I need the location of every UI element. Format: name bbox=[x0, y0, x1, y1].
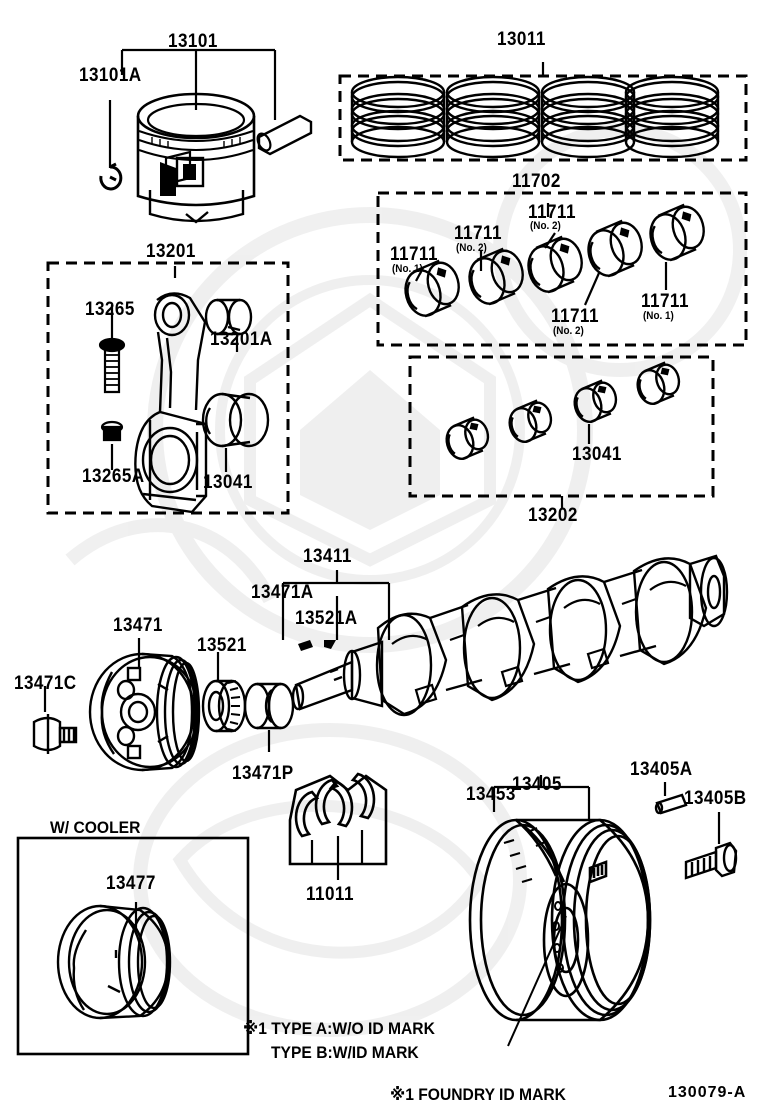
label-flywheel-pin: 13405A bbox=[630, 759, 693, 780]
crank-pulley-art bbox=[32, 638, 295, 772]
label-pulley-bolt: 13471C bbox=[14, 673, 77, 694]
note-type-a: ※1 TYPE A:W/O ID MARK bbox=[243, 1019, 435, 1038]
connecting-rod-art bbox=[46, 261, 290, 515]
label-main-bearing-3: 11711 bbox=[528, 202, 576, 223]
note-type-b: TYPE B:W/ID MARK bbox=[271, 1043, 419, 1062]
label-rod-bearing-set-item: 13041 bbox=[572, 444, 622, 465]
label-thrust-washer: 11011 bbox=[306, 884, 354, 905]
label-rod-bearing: 13041 bbox=[203, 472, 253, 493]
label-cooler-pulley: 13477 bbox=[106, 873, 156, 894]
label-connecting-rod: 13201 bbox=[146, 241, 196, 262]
flywheel-art bbox=[468, 775, 738, 1047]
label-piston: 13101 bbox=[168, 31, 218, 52]
label-flywheel-bolt: 13405B bbox=[684, 788, 747, 809]
label-main-bearing-set: 11702 bbox=[512, 171, 561, 192]
label-rod-bolt: 13265 bbox=[85, 299, 135, 320]
label-main-bearing-5-sub: (No. 1) bbox=[643, 310, 674, 322]
label-piston-snap-ring: 13101A bbox=[79, 65, 142, 86]
piston-ring-set-art bbox=[338, 62, 748, 162]
label-rod-nut: 13265A bbox=[82, 466, 145, 487]
label-timing-gear: 13521 bbox=[197, 635, 247, 656]
label-crank-pulley: 13471 bbox=[113, 615, 163, 636]
label-main-bearing-5: 11711 bbox=[641, 291, 689, 312]
label-rod-bearing-set: 13202 bbox=[528, 505, 578, 526]
rod-bearing-set-art bbox=[408, 355, 715, 509]
label-pulley-spacer: 13471P bbox=[232, 763, 294, 784]
label-crankshaft: 13411 bbox=[303, 546, 352, 567]
crankshaft-art bbox=[281, 554, 729, 717]
label-main-bearing-1-sub: (No. 1) bbox=[392, 263, 423, 275]
label-main-bearing-4-sub: (No. 2) bbox=[553, 325, 584, 337]
diagram-id-code: 130079-A bbox=[668, 1084, 747, 1101]
label-piston-ring-set: 13011 bbox=[497, 29, 546, 50]
label-main-bearing-1: 11711 bbox=[390, 244, 438, 265]
label-cooler-box-title: W/ COOLER bbox=[50, 818, 141, 837]
cooler-pulley-box-art bbox=[16, 836, 250, 1056]
label-main-bearing-3-sub: (No. 2) bbox=[530, 220, 561, 232]
label-rod-bushing: 13201A bbox=[210, 329, 273, 350]
label-main-bearing-2: 11711 bbox=[454, 223, 502, 244]
label-main-bearing-2-sub: (No. 2) bbox=[456, 242, 487, 254]
main-bearing-set-art bbox=[376, 191, 748, 347]
label-ring-gear: 13453 bbox=[466, 784, 516, 805]
label-crankshaft-key-b: 13521A bbox=[295, 608, 358, 629]
note-foundry-id-mark: ※1 FOUNDRY ID MARK bbox=[390, 1085, 566, 1104]
piston-assembly-art bbox=[99, 48, 313, 224]
thrust-washer-art bbox=[288, 772, 388, 880]
label-flywheel: 13405 bbox=[512, 774, 562, 795]
label-crankshaft-key-a: 13471A bbox=[251, 582, 314, 603]
label-main-bearing-4: 11711 bbox=[551, 306, 599, 327]
